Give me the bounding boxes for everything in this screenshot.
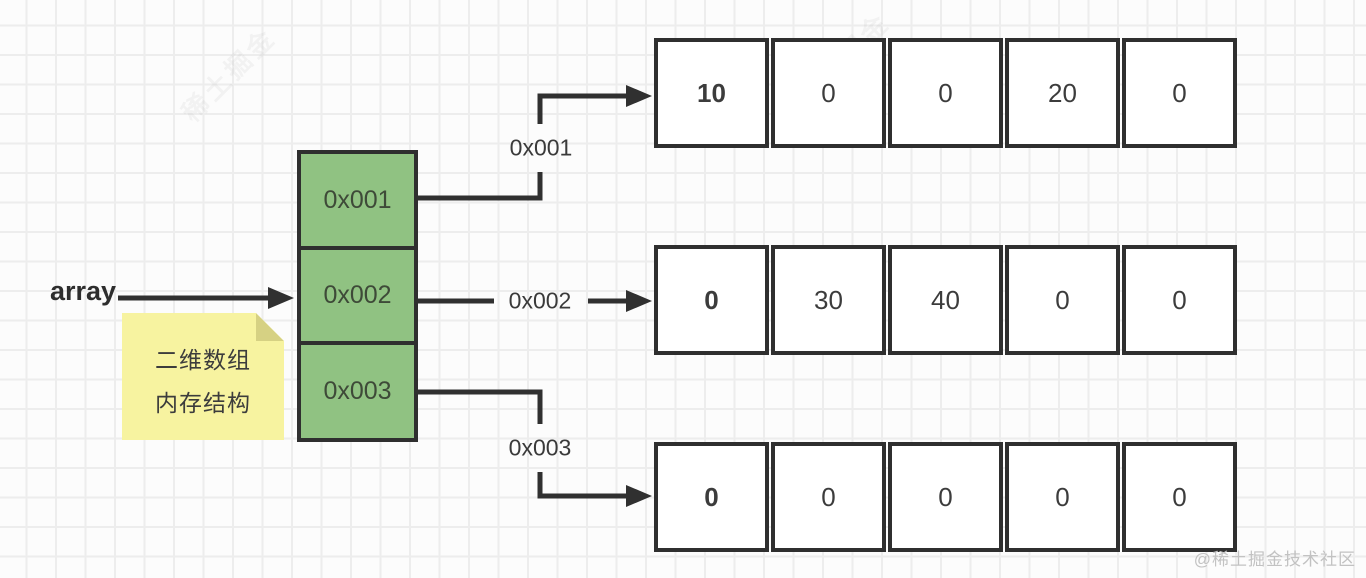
arrow-label-0x003: 0x003 — [508, 434, 572, 461]
memory-cell: 0 — [1005, 245, 1120, 355]
memory-cell: 0 — [771, 38, 886, 148]
address-box-0x003: 0x003 — [297, 341, 418, 442]
address-box-0x001: 0x001 — [297, 150, 418, 250]
memory-cell: 0 — [654, 245, 769, 355]
address-box-0x002: 0x002 — [297, 246, 418, 345]
arrow-label-0x001: 0x001 — [509, 134, 573, 161]
memory-cell: 0 — [654, 442, 769, 552]
sticky-note: 二维数组 内存结构 — [122, 313, 284, 440]
diagonal-watermark-top-left: 稀土掘金 — [176, 21, 283, 128]
pointer-arrow — [118, 287, 294, 309]
memory-row-2: 0 30 40 0 0 — [654, 245, 1237, 355]
memory-cell: 0 — [771, 442, 886, 552]
memory-row-3: 0 0 0 0 0 — [654, 442, 1237, 552]
memory-row-1: 10 0 0 20 0 — [654, 38, 1237, 148]
community-watermark: @稀土掘金技术社区 — [1193, 550, 1356, 569]
memory-cell: 0 — [1005, 442, 1120, 552]
memory-cell: 10 — [654, 38, 769, 148]
sticky-note-line-1: 二维数组 — [155, 347, 251, 373]
memory-cell: 0 — [1122, 245, 1237, 355]
memory-cell: 0 — [1122, 442, 1237, 552]
memory-cell: 0 — [888, 442, 1003, 552]
memory-cell: 20 — [1005, 38, 1120, 148]
sticky-note-fold-corner — [256, 313, 284, 341]
memory-cell: 0 — [888, 38, 1003, 148]
memory-cell: 0 — [1122, 38, 1237, 148]
arrow-label-0x002: 0x002 — [508, 287, 572, 314]
memory-cell: 40 — [888, 245, 1003, 355]
array-pointer-label: array — [50, 276, 117, 306]
sticky-note-text: 二维数组 内存结构 — [122, 339, 284, 424]
memory-cell: 30 — [771, 245, 886, 355]
sticky-note-line-2: 内存结构 — [155, 389, 251, 416]
